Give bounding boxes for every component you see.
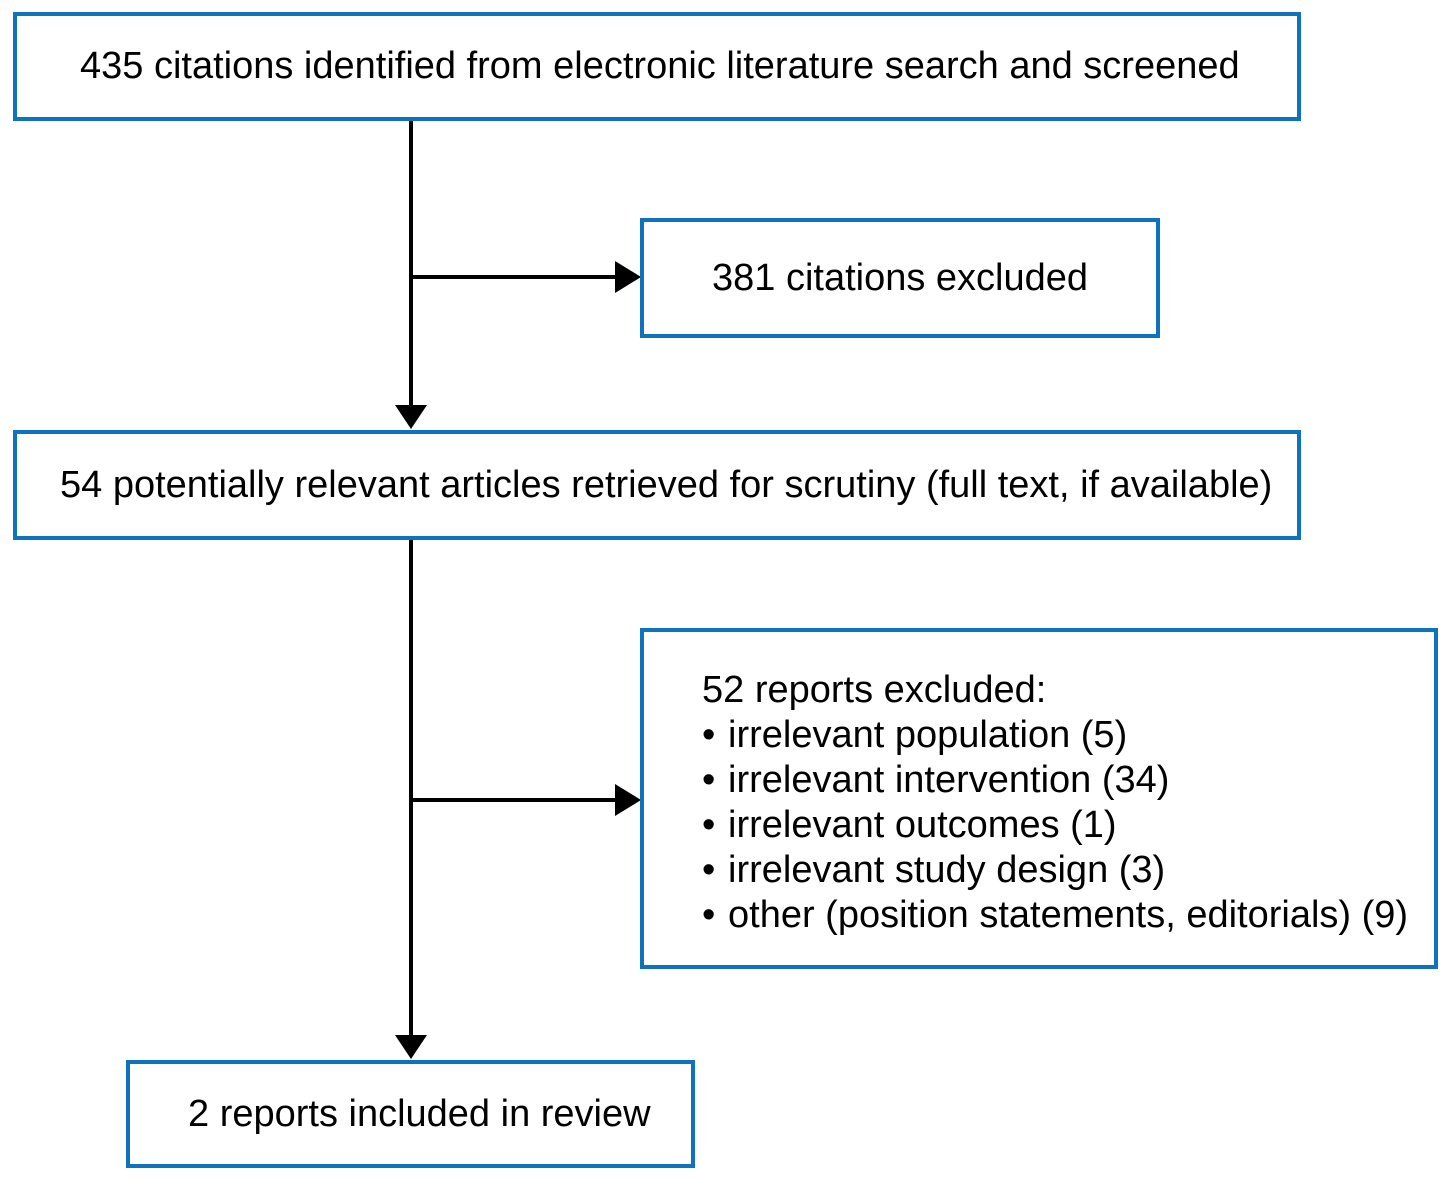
- box-articles-retrieved: 54 potentially relevant articles retriev…: [13, 430, 1301, 540]
- box-citations-identified-label: 435 citations identified from electronic…: [80, 45, 1240, 88]
- box-citations-excluded: 381 citations excluded: [640, 218, 1160, 338]
- arrowhead-down-to-retrieved: [395, 405, 427, 429]
- box-reports-included-label: 2 reports included in review: [188, 1092, 651, 1135]
- box-citations-excluded-label: 381 citations excluded: [711, 256, 1089, 299]
- box-citations-identified: 435 citations identified from electronic…: [13, 12, 1301, 121]
- box-reports-included: 2 reports included in review: [126, 1060, 695, 1168]
- reports-excluded-reason-list: • irrelevant population (5) • irrelevant…: [702, 713, 1408, 938]
- list-item-label: irrelevant population (5): [728, 714, 1128, 756]
- box-reports-excluded: 52 reports excluded: • irrelevant popula…: [640, 628, 1438, 969]
- list-item: • irrelevant outcomes (1): [702, 803, 1408, 848]
- list-item: • irrelevant study design (3): [702, 848, 1408, 893]
- bullet-icon: •: [702, 714, 716, 756]
- list-item-label: irrelevant outcomes (1): [728, 804, 1117, 846]
- list-item-label: irrelevant study design (3): [728, 849, 1166, 891]
- list-item: • other (position statements, editorials…: [702, 893, 1408, 938]
- box-articles-retrieved-label: 54 potentially relevant articles retriev…: [60, 463, 1273, 506]
- connector-identified-to-retrieved: [409, 121, 413, 409]
- list-item: • irrelevant population (5): [702, 713, 1408, 758]
- list-item-label: other (position statements, editorials) …: [728, 894, 1409, 936]
- connector-retrieved-to-included: [409, 540, 413, 1036]
- bullet-icon: •: [702, 894, 716, 936]
- arrowhead-right-to-reports-excluded: [615, 784, 641, 816]
- bullet-icon: •: [702, 849, 716, 891]
- reports-excluded-body: 52 reports excluded: • irrelevant popula…: [644, 632, 1408, 938]
- list-item-label: irrelevant intervention (34): [728, 759, 1170, 801]
- connector-to-citations-excluded: [411, 275, 621, 279]
- reports-excluded-heading: 52 reports excluded:: [702, 669, 1047, 711]
- list-item: • irrelevant intervention (34): [702, 758, 1408, 803]
- arrowhead-right-to-citations-excluded: [615, 261, 641, 293]
- bullet-icon: •: [702, 759, 716, 801]
- arrowhead-down-to-included: [395, 1035, 427, 1059]
- connector-to-reports-excluded: [411, 798, 621, 802]
- bullet-icon: •: [702, 804, 716, 846]
